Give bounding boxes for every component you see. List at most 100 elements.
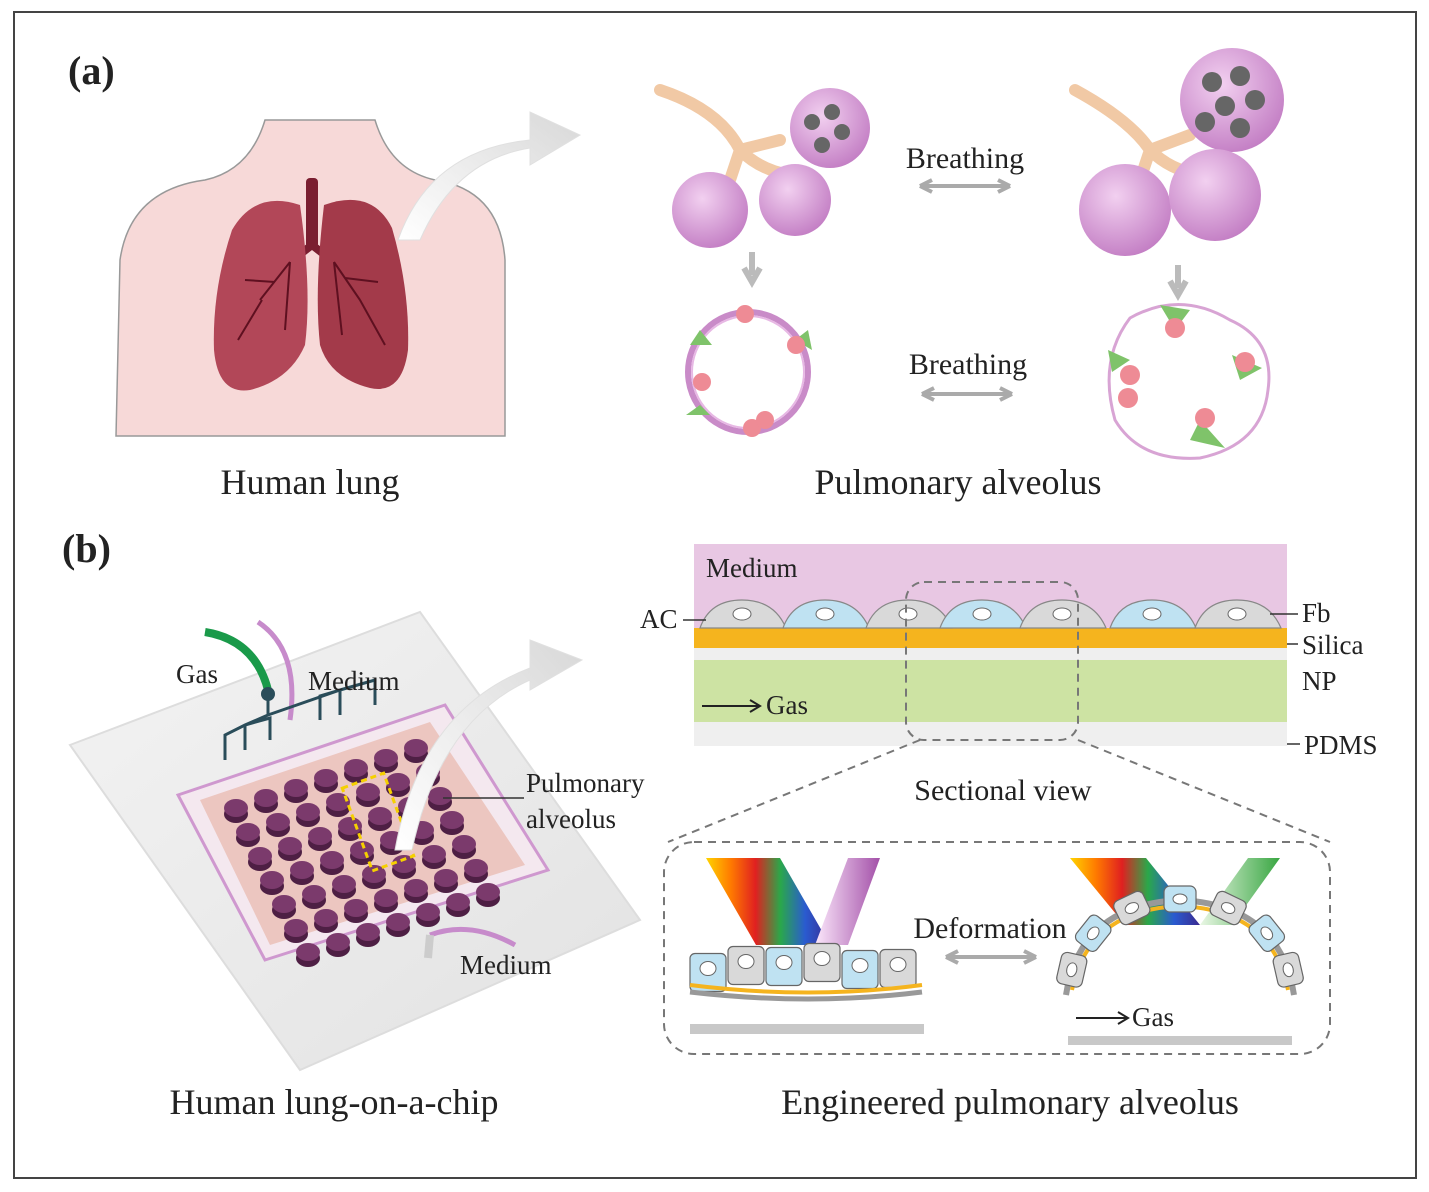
cell-nucleus: [1227, 607, 1247, 621]
section-silica-label: Silica: [1302, 630, 1364, 660]
engineered-gas-arrow: [1076, 1011, 1130, 1025]
chip-alveolus-dot: [434, 869, 458, 887]
cell-nucleus: [1052, 607, 1072, 621]
engineered-gas-label: Gas: [1132, 1002, 1174, 1032]
cell-nucleus: [1172, 893, 1188, 905]
chip-alveolus-dot: [314, 909, 338, 927]
caption-pulmonary-alveolus: Pulmonary alveolus: [815, 462, 1102, 502]
domed-epithelial-cell: [1209, 890, 1247, 926]
caption-lung-on-a-chip: Human lung-on-a-chip: [170, 1082, 499, 1122]
domed-epithelial-cell: [1074, 914, 1112, 953]
alveolus-section-expanded: [1107, 303, 1271, 460]
chip-alveolus-dot: [362, 865, 386, 883]
chip-alveolus-dot: [224, 799, 248, 817]
cell-nucleus: [699, 961, 717, 976]
cell-nucleus: [1124, 902, 1140, 914]
chip-alveolus-dot: [326, 933, 350, 951]
chip-alveolus-dot: [266, 813, 290, 831]
deformation-label: Deformation: [913, 912, 1066, 945]
chip-alveolus-dot: [368, 807, 392, 825]
sectional-cell-layer: [699, 599, 1282, 629]
panel-b-label: (b): [62, 526, 111, 571]
flat-substrate-layer: [689, 989, 923, 1002]
chip-pulmonary-label-2: alveolus: [526, 804, 616, 834]
breathing-label-top: Breathing: [906, 142, 1024, 175]
chip-alveolus-dot: [320, 851, 344, 869]
chip-alveolus-dot: [284, 779, 308, 797]
zoom-line-right: [1077, 739, 1331, 843]
cell-nucleus: [889, 957, 907, 972]
domed-epithelial-cell: [1163, 885, 1197, 913]
domed-epithelial-cell: [1113, 890, 1151, 926]
section-np-label: NP: [1302, 666, 1337, 696]
reflected-purple-beam: [815, 858, 880, 945]
incident-light-beam-left: [706, 858, 830, 945]
cell-nucleus: [732, 607, 752, 621]
chip-alveolus-dot: [278, 837, 302, 855]
section-gas-arrow: [702, 699, 762, 713]
cell-nucleus: [813, 951, 831, 966]
flat-base-plate: [690, 1024, 924, 1034]
chip-alveolus-dot: [332, 875, 356, 893]
medium-outlet-tube: [429, 926, 517, 948]
section-medium-label: Medium: [706, 553, 798, 583]
chip-alveolus-dot: [404, 879, 428, 897]
cell-nucleus: [972, 607, 992, 621]
chip-alveolus-dot: [272, 895, 296, 913]
alveolar-cluster-inflated: [1069, 48, 1284, 256]
chip-alveolus-dot: [260, 871, 284, 889]
cell-nucleus: [737, 954, 755, 969]
breathing-label-bottom: Breathing: [909, 348, 1027, 381]
down-arrow-right: [1167, 265, 1189, 302]
sectional-view-title: Sectional view: [914, 774, 1092, 807]
deformation-arrow: [945, 949, 1037, 965]
zoom-arrow-b: [394, 639, 584, 851]
gas-channel-tree: [223, 678, 377, 760]
chip-alveolus-dot: [404, 739, 428, 757]
cell-nucleus: [1142, 607, 1162, 621]
flat-cell-layer: [689, 942, 917, 993]
chip-pulmonary-label-1: Pulmonary: [526, 768, 645, 798]
chip-medium-out-label: Medium: [460, 950, 552, 980]
human-torso-illustration: [115, 119, 506, 437]
chip-gas-label: Gas: [176, 659, 218, 689]
domed-cell-layer: [1056, 885, 1304, 988]
gas-tube: [204, 628, 272, 692]
chip-alveolus-dot: [464, 859, 488, 877]
chip-alveolus-dot: [416, 903, 440, 921]
chip-alveolus-dot: [338, 817, 362, 835]
chip-alveolus-dot: [386, 773, 410, 791]
section-pdms-label: PDMS: [1304, 730, 1378, 760]
cell-nucleus: [775, 955, 793, 970]
chip-alveolus-dot: [392, 855, 416, 873]
domed-epithelial-cell: [1272, 951, 1304, 988]
domed-epithelial-cell: [1056, 951, 1088, 988]
figure-frame: [13, 11, 1417, 1179]
chip-medium-in-label: Medium: [308, 666, 400, 696]
highlighted-alveolus-region: [340, 771, 416, 873]
zoom-line-left: [667, 739, 921, 843]
chip-alveolus-dot: [386, 913, 410, 931]
domed-epithelial-cell: [1248, 914, 1286, 953]
chip-alveolus-dot: [476, 883, 500, 901]
chip-alveolus-dot: [308, 827, 332, 845]
chip-alveolus-dot: [446, 893, 470, 911]
chip-alveolus-dot: [452, 835, 476, 853]
chip-alveolus-dot: [374, 749, 398, 767]
chip-alveolus-dot: [296, 943, 320, 961]
flat-silica-layer: [689, 983, 923, 995]
cell-nucleus: [1282, 962, 1294, 978]
down-arrow-left: [741, 252, 763, 289]
chip-alveolus-dot: [326, 793, 350, 811]
chip-alveolus-dot: [290, 861, 314, 879]
domed-base-plate: [1068, 1036, 1292, 1045]
chip-alveolus-array: [224, 739, 500, 967]
engineered-alveolus-box: [663, 841, 1331, 1055]
chip-alveolus-dot: [440, 811, 464, 829]
caption-human-lung: Human lung: [221, 462, 400, 502]
gas-inlet: [261, 687, 275, 701]
section-fb-label: Fb: [1302, 598, 1331, 628]
cell-nucleus: [1260, 926, 1274, 941]
chip-alveolus-dot: [422, 845, 446, 863]
